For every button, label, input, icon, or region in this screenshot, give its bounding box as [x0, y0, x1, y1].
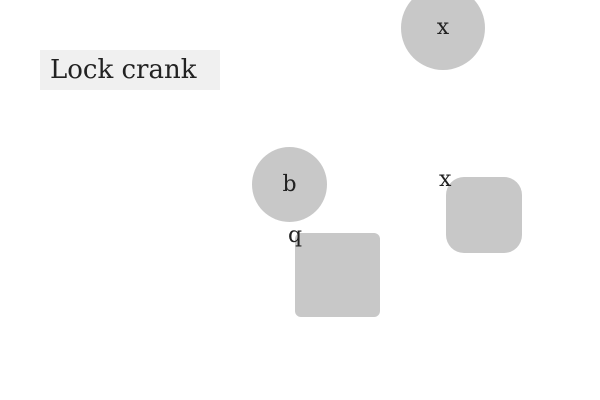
square-q-label: q	[288, 223, 303, 248]
circle-x-button[interactable]: x	[401, 0, 485, 70]
square-x-target[interactable]	[446, 177, 522, 253]
circle-b-button[interactable]: b	[252, 147, 327, 222]
square-q-target[interactable]	[295, 233, 380, 317]
square-x-label: x	[439, 167, 452, 192]
title-label: Lock crank	[40, 50, 220, 90]
